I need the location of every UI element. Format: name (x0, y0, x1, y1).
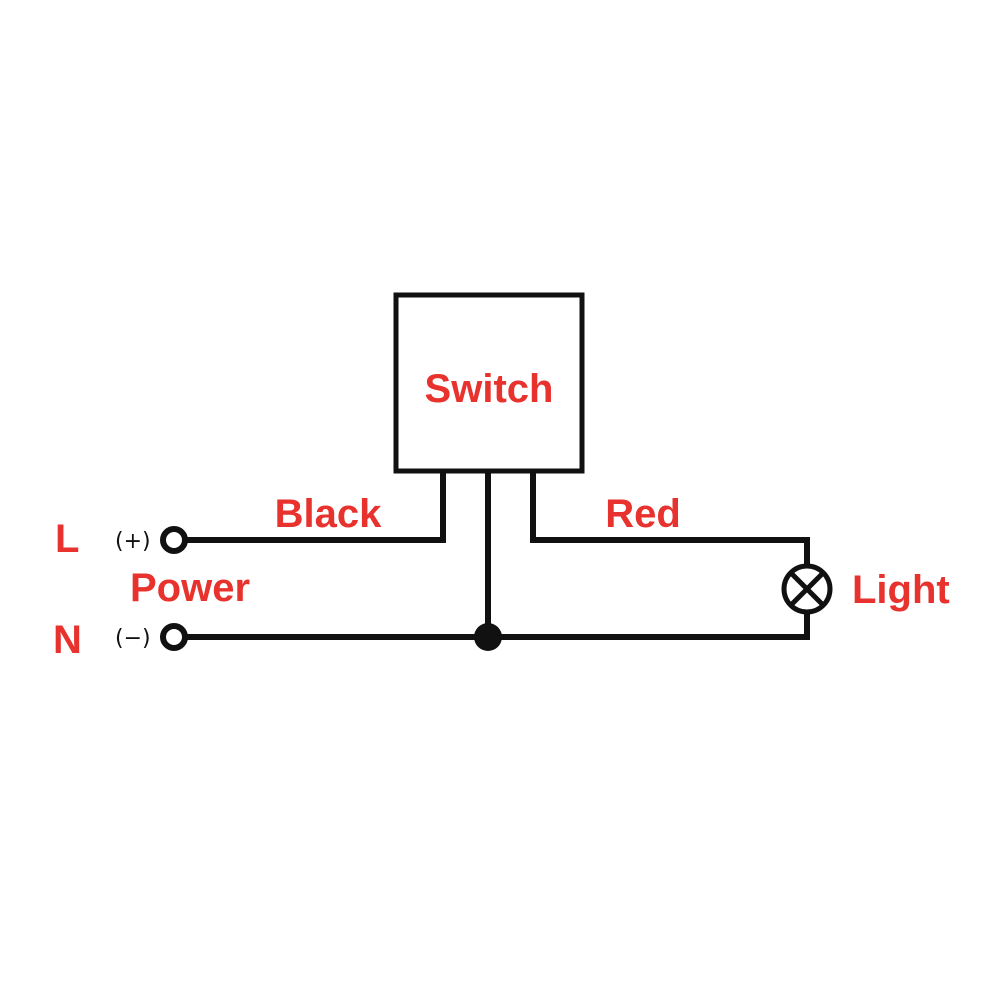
neutral-wire (183, 610, 810, 640)
black-wire-label: Black (275, 492, 382, 536)
red-wire-label: Red (605, 492, 681, 536)
red-wire (530, 470, 810, 568)
lamp-icon (781, 563, 833, 615)
power-label: Power (130, 566, 250, 610)
black-wire (183, 470, 446, 543)
lamp-cross-b (788, 570, 826, 608)
switch-unit: Switch (393, 292, 585, 474)
positive-mark: (+) (115, 529, 151, 554)
negative-mark: (−) (115, 626, 151, 651)
power-source: (+) (−) L N Power (53, 517, 250, 662)
light-label: Light (852, 568, 950, 612)
junction-dot (474, 623, 502, 651)
line-label: L (55, 517, 79, 561)
line-terminal (160, 526, 188, 554)
switch-box (393, 292, 585, 474)
neutral-label: N (53, 618, 82, 662)
switch-label: Switch (425, 367, 554, 411)
neutral-terminal (160, 623, 188, 651)
